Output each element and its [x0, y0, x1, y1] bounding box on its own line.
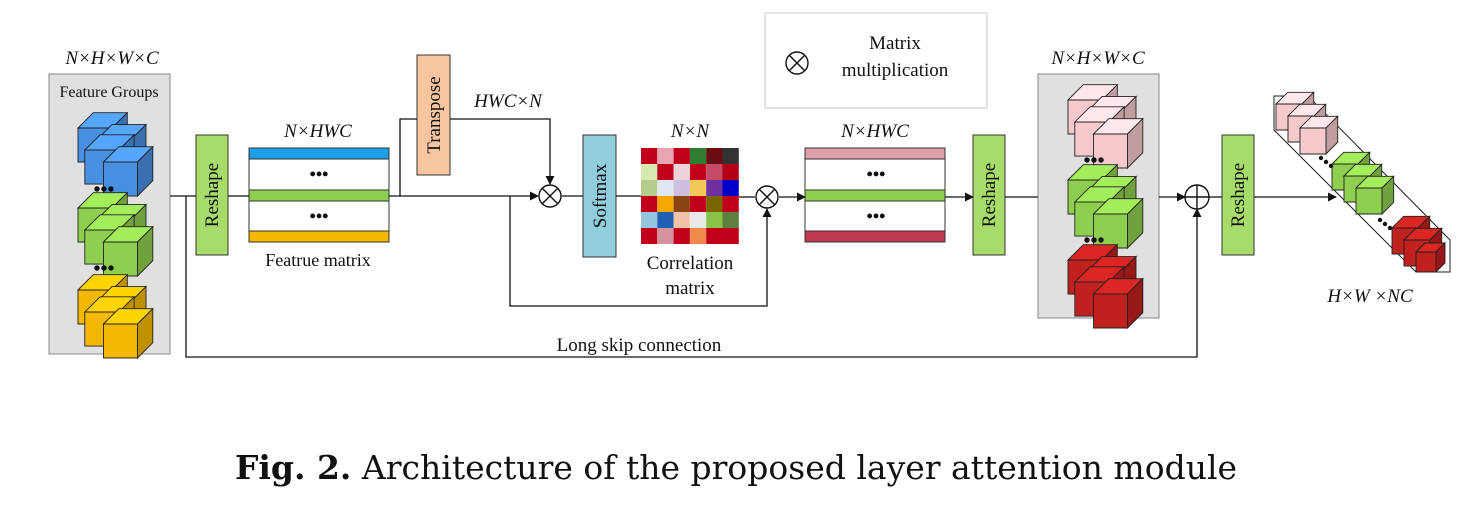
- correlation-cell: [722, 164, 739, 180]
- transpose-block: [416, 54, 451, 176]
- group-output-cubes: [1066, 83, 1144, 330]
- correlation-cell: [689, 212, 707, 228]
- svg-text:•••: •••: [310, 206, 329, 226]
- correlation-label-1: Correlation: [647, 253, 734, 274]
- correlation-cell: [657, 196, 674, 212]
- correlation-cell: [722, 180, 739, 196]
- feature-groups-label: Feature Groups: [59, 84, 158, 101]
- output-cube-stack: [1273, 91, 1451, 274]
- correlation-cell: [706, 212, 723, 228]
- correlation-cell: [657, 164, 674, 180]
- reshape-block-3: [1221, 134, 1255, 256]
- connections: [170, 118, 1337, 358]
- caption-text: Architecture of the proposed layer atten…: [361, 448, 1238, 487]
- figure-caption: Fig. 2. Architecture of the proposed lay…: [0, 448, 1472, 487]
- correlation-cell: [641, 196, 658, 212]
- correlation-cell: [657, 228, 674, 244]
- correlation-cell: [722, 196, 739, 212]
- correlation-cell: [689, 148, 707, 164]
- weighted-matrix: ••• •••: [804, 147, 946, 243]
- output-dims: H×W ×NC: [1326, 286, 1413, 307]
- output-stack-dot: [1382, 221, 1388, 227]
- reshape-block-2: [972, 134, 1006, 256]
- reshape-label-3: Reshape: [1228, 163, 1249, 227]
- correlation-cell: [706, 180, 723, 196]
- correlation-cell: [722, 148, 739, 164]
- softmax-block: [582, 134, 617, 258]
- output-group-2-cube-d: [1092, 197, 1144, 250]
- feature-matrix: ••• •••: [248, 147, 390, 243]
- reshape-block-1: [195, 134, 229, 256]
- feature-matrix-label: Featrue matrix: [265, 250, 370, 270]
- correlation-cell: [657, 212, 674, 228]
- correlation-cell: [657, 180, 674, 196]
- caption-fig-number: Fig. 2.: [234, 448, 352, 487]
- correlation-cell: [673, 164, 690, 180]
- ellipsis-1: •••: [93, 179, 114, 201]
- group-output-dims: N×H×W×C: [1050, 48, 1145, 69]
- transpose-label: Transpose: [424, 76, 445, 153]
- correlation-cell: [689, 228, 707, 244]
- correlation-cell: [641, 212, 658, 228]
- output-stack-dot: [1323, 159, 1329, 165]
- feature-group-3-cube-d: [102, 307, 154, 360]
- weighted-matrix-dims: N×HWC: [840, 121, 909, 142]
- correlation-cell: [689, 180, 707, 196]
- correlation-cell: [657, 148, 674, 164]
- correlation-cell: [706, 148, 723, 164]
- correlation-cell: [689, 164, 707, 180]
- correlation-dims: N×N: [670, 121, 710, 142]
- ellipsis-4: •••: [1083, 230, 1104, 252]
- output-stack-red-3: [1414, 241, 1447, 274]
- correlation-cell: [641, 228, 658, 244]
- correlation-cell: [641, 180, 658, 196]
- ellipsis-2: •••: [93, 258, 114, 280]
- correlation-cell: [706, 164, 723, 180]
- output-stack-dot: [1318, 155, 1324, 161]
- correlation-cell: [673, 148, 690, 164]
- feature-group-cubes: [76, 111, 154, 360]
- legend-matmul-icon: [785, 51, 809, 75]
- transpose-dims: HWC×N: [473, 91, 543, 112]
- output-stack-dot: [1328, 163, 1334, 169]
- add-node: [1184, 184, 1210, 210]
- correlation-cell: [641, 148, 658, 164]
- output-stack-dot: [1387, 225, 1393, 231]
- output-group-3-cube-d: [1092, 277, 1144, 330]
- correlation-cell: [706, 196, 723, 212]
- reshape-label-2: Reshape: [979, 163, 1000, 227]
- correlation-cell: [641, 164, 658, 180]
- skip-connection-label: Long skip connection: [557, 335, 722, 356]
- feature-group-1-cube-d: [102, 145, 154, 198]
- feature-groups-dims: N×H×W×C: [64, 48, 159, 69]
- output-stack-green-3: [1354, 175, 1395, 216]
- svg-text:•••: •••: [867, 206, 886, 226]
- correlation-cell: [706, 228, 723, 244]
- correlation-cell: [722, 212, 739, 228]
- correlation-cell: [689, 196, 707, 212]
- output-stack-dot: [1377, 217, 1383, 223]
- correlation-cell: [673, 180, 690, 196]
- correlation-cell: [673, 212, 690, 228]
- matmul-node-2: [755, 185, 779, 209]
- correlation-label-2: matrix: [665, 278, 715, 299]
- correlation-cell: [673, 196, 690, 212]
- svg-text:•••: •••: [867, 164, 886, 184]
- legend-line-2: multiplication: [842, 60, 949, 81]
- output-group-1-cube-d: [1092, 117, 1144, 170]
- output-stack-pink-3: [1298, 115, 1339, 156]
- svg-text:•••: •••: [310, 164, 329, 184]
- correlation-cell: [673, 228, 690, 244]
- ellipsis-3: •••: [1083, 150, 1104, 172]
- feature-matrix-dims: N×HWC: [283, 121, 352, 142]
- layer-attention-diagram: N×H×W×C Feature Groups ••• ••• Reshape N…: [48, 12, 1451, 360]
- reshape-label-1: Reshape: [202, 163, 223, 227]
- feature-group-2-cube-d: [102, 225, 154, 278]
- softmax-label: Softmax: [590, 163, 611, 228]
- correlation-cell: [722, 228, 739, 244]
- matmul-node-1: [538, 184, 562, 208]
- legend-line-1: Matrix: [869, 33, 921, 54]
- correlation-matrix-grid: [641, 148, 739, 244]
